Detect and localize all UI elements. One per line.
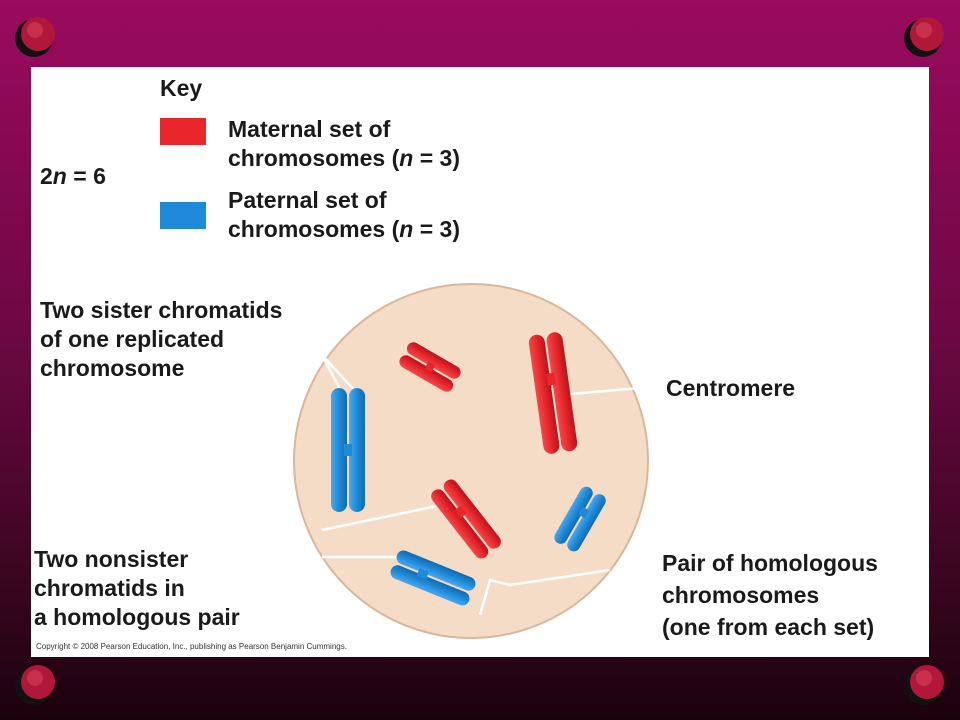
chromosome-paternal-medium [390, 550, 476, 606]
copyright-text: Copyright © 2008 Pearson Education, Inc.… [36, 642, 347, 651]
key-title: Key [160, 75, 203, 101]
paternal-swatch [160, 202, 206, 229]
chromosome-maternal-medium [431, 479, 501, 559]
corner-bullet-icon [904, 665, 944, 705]
sister-leader [320, 354, 343, 392]
sister-chromatids-label: Two sister chromatids of one replicated … [40, 297, 283, 381]
chromosome-paternal-small [554, 486, 606, 552]
nonsister-chromatids-label: Two nonsister chromatids in a homologous… [34, 546, 240, 630]
corner-bullet-icon [15, 17, 55, 57]
homologous-leader [478, 568, 611, 616]
homologous-pair-label: Pair of homologous chromosomes (one from… [662, 550, 878, 640]
chromosome-maternal-small [399, 342, 461, 392]
corner-bullet-icon [15, 665, 55, 705]
leader-lines [320, 354, 641, 616]
ploidy-label: 2n = 6 [40, 163, 106, 189]
centromere-label: Centromere [666, 375, 796, 401]
chromosome-maternal-large [528, 332, 578, 454]
centromere-leader [569, 386, 641, 396]
nonsister-leader-top [321, 504, 438, 532]
corner-bullet-icon [904, 17, 944, 57]
maternal-swatch [160, 118, 206, 145]
chromosome-paternal-large [331, 388, 365, 512]
